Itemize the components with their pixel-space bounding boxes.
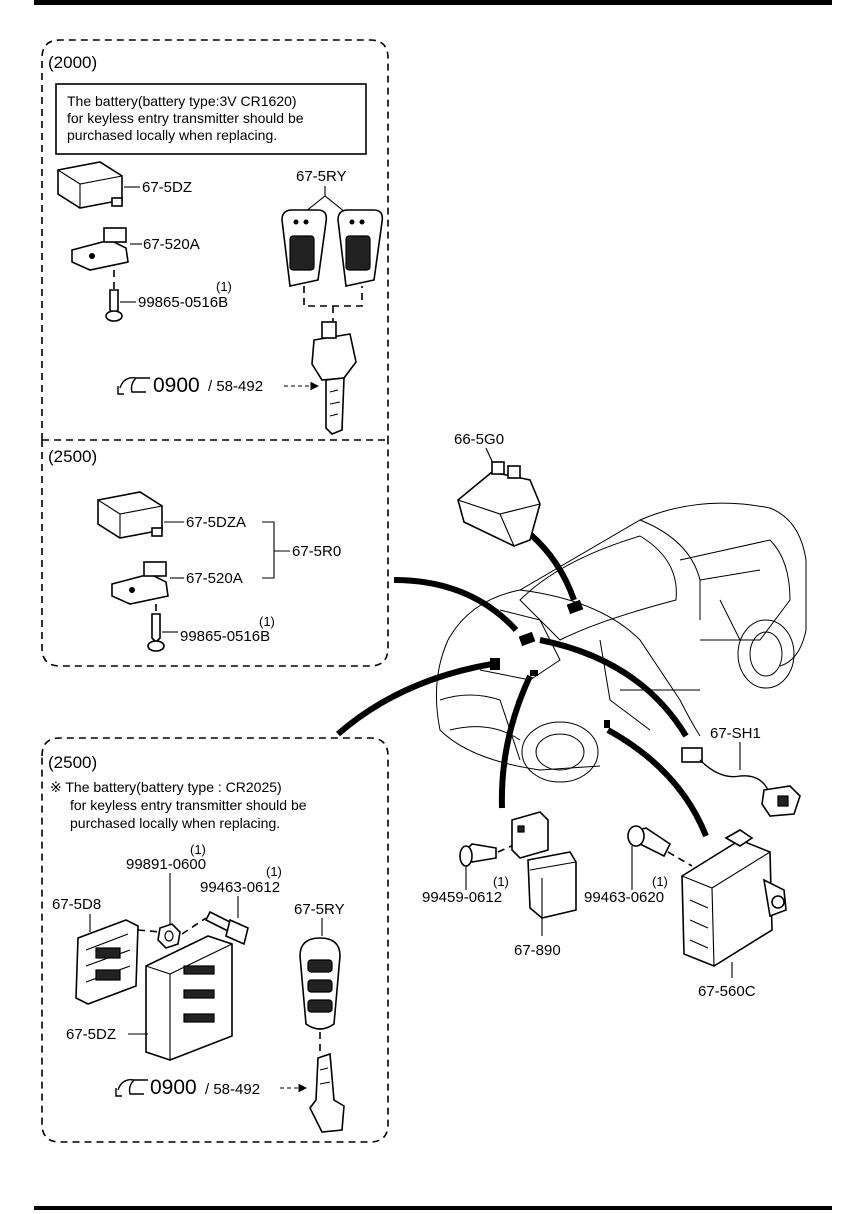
battery-note-line: The battery(battery type:3V CR1620) <box>67 93 297 109</box>
receiver-part <box>57 161 123 209</box>
harness-part <box>681 747 801 817</box>
mount-point <box>566 599 584 615</box>
bolt-part <box>627 825 672 858</box>
part-label: 67-SH1 <box>710 725 761 742</box>
control-unit-part <box>681 829 787 967</box>
battery-note-line: purchased locally when replacing. <box>70 815 280 831</box>
mount-point <box>518 631 536 647</box>
reference-figure: / 58-492 <box>208 378 263 395</box>
part-label: 99463-0612 <box>200 879 280 896</box>
part-label: 67-5DZA <box>186 514 246 531</box>
group-title: (2500) <box>48 753 97 772</box>
callout-arc <box>336 661 493 737</box>
reference-page: 0900 <box>150 1076 197 1099</box>
quantity-label: (1) <box>266 864 282 879</box>
part-label: 67-890 <box>514 942 561 959</box>
screw-part <box>105 289 123 322</box>
bolt-part <box>459 843 497 867</box>
control-unit-part <box>511 811 577 919</box>
bracket-part <box>71 227 129 271</box>
quantity-label: (1) <box>259 614 275 629</box>
nut-part <box>157 923 181 949</box>
group-title: (2000) <box>48 53 97 72</box>
transmitter-part <box>299 937 341 1030</box>
part-label: 67-560C <box>698 983 756 1000</box>
part-label: 67-520A <box>143 236 200 253</box>
callout-arc <box>393 577 519 633</box>
quantity-label: (1) <box>493 874 509 889</box>
key-part <box>309 1052 345 1133</box>
battery-note-line: ※ The battery(battery type : CR2025) <box>50 779 282 795</box>
quantity-label: (1) <box>190 842 206 857</box>
transmitter-part <box>337 209 384 287</box>
vehicle-parts: 66-5G0 67-SH1 (1) 99459-0612 <box>422 431 801 1000</box>
module-part <box>145 935 233 1061</box>
bracket-part <box>75 919 139 1005</box>
bottom-rule <box>34 1206 832 1210</box>
part-label: 67-520A <box>186 570 243 587</box>
battery-note-line: purchased locally when replacing. <box>67 127 277 143</box>
receiver-part <box>97 491 163 539</box>
group-2500-upper: (2500) 67-5DZA 67-520A 67-5R0 (1) 99865-… <box>41 440 389 667</box>
group-2500-lower: (2500) ※ The battery(battery type : CR20… <box>41 737 389 1143</box>
part-label: 67-5RY <box>294 901 345 918</box>
battery-note-line: for keyless entry transmitter should be <box>67 110 304 126</box>
callout-arc <box>606 727 709 838</box>
group-title: (2500) <box>48 447 97 466</box>
battery-note-box <box>55 83 367 155</box>
mount-point <box>530 670 538 676</box>
reference-page: 0900 <box>153 374 200 397</box>
part-label: 99865-0516B <box>138 294 228 311</box>
mount-point <box>490 658 500 670</box>
callout-arc <box>498 674 533 809</box>
callout-arc <box>539 637 689 738</box>
mount-point <box>604 720 610 728</box>
part-label: 99865-0516B <box>180 628 270 645</box>
transmitter-part <box>281 209 328 287</box>
part-label: 67-5DZ <box>66 1026 116 1043</box>
pointing-hand-icon <box>115 1079 148 1097</box>
group-2000: (2000) The battery(battery type:3V CR162… <box>41 39 389 441</box>
bracket-part <box>111 561 169 605</box>
part-label: 66-5G0 <box>454 431 504 448</box>
reference-figure: / 58-492 <box>205 1081 260 1098</box>
antenna-part <box>457 461 541 547</box>
screw-part <box>147 613 165 652</box>
bolt-part <box>204 910 249 946</box>
key-part <box>311 321 357 435</box>
part-label: 99459-0612 <box>422 889 502 906</box>
part-label: 67-5DZ <box>142 179 192 196</box>
callout-arc <box>528 531 577 601</box>
quantity-label: (1) <box>652 874 668 889</box>
part-label: 99463-0620 <box>584 889 664 906</box>
part-label: 67-5RY <box>296 168 347 185</box>
top-rule <box>34 0 832 5</box>
part-label: 99891-0600 <box>126 856 206 873</box>
battery-note-line: for keyless entry transmitter should be <box>70 797 307 813</box>
part-label: 67-5R0 <box>292 543 341 560</box>
vehicle-outline <box>435 502 807 783</box>
part-label: 67-5D8 <box>52 896 101 913</box>
quantity-label: (1) <box>216 279 232 294</box>
pointing-hand-icon <box>117 377 150 395</box>
